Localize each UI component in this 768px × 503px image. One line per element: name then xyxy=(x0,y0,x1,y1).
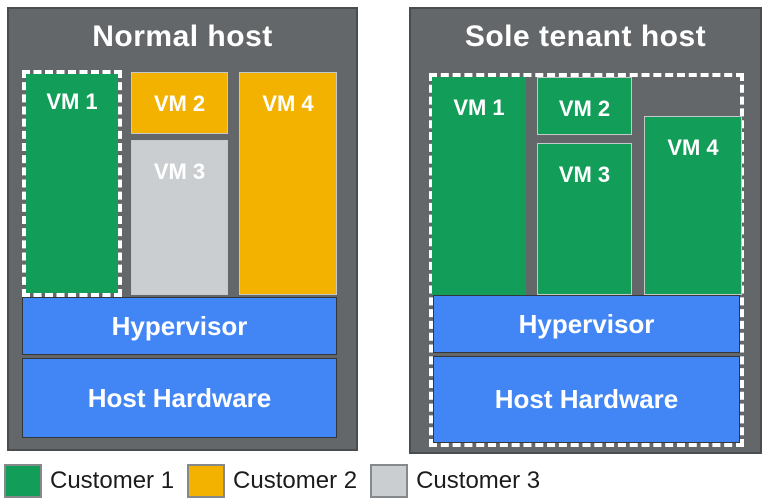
normal-vm1-box: VM 1 xyxy=(22,70,122,297)
sole-tenant-host-hardware-layer: Host Hardware xyxy=(433,356,740,443)
legend-item-customer2: Customer 2 xyxy=(187,464,370,498)
normal-hypervisor-layer: Hypervisor xyxy=(22,297,337,355)
vm-label: VM 4 xyxy=(667,135,719,160)
sole-tenant-vm3-box: VM 3 xyxy=(537,143,632,295)
layer-label: Host Hardware xyxy=(494,384,679,414)
legend-label: Customer 3 xyxy=(416,467,541,494)
normal-vm3-box: VM 3 xyxy=(131,140,228,295)
customer2-swatch xyxy=(187,464,226,498)
vm-label: VM 3 xyxy=(558,162,611,187)
legend-label: Customer 2 xyxy=(233,467,358,494)
layer-label: Hypervisor xyxy=(518,308,655,339)
layer-label: Host Hardware xyxy=(87,382,272,413)
normal-vm4-box: VM 4 xyxy=(239,72,337,295)
customer3-swatch xyxy=(370,464,409,498)
sole-tenant-vm2-box: VM 2 xyxy=(537,77,632,135)
vm-label: VM 1 xyxy=(46,89,98,114)
legend: Customer 1 Customer 2 Customer 3 xyxy=(4,461,553,501)
layer-label: Hypervisor xyxy=(111,310,248,341)
vm-label: VM 4 xyxy=(262,91,314,116)
sole-tenant-vm4-box: VM 4 xyxy=(644,116,742,295)
legend-item-customer3: Customer 3 xyxy=(370,464,553,498)
normal-host-panel: Normal host VM 1 VM 2 VM 3 VM 4 Hypervis… xyxy=(7,7,358,451)
vm-label: VM 2 xyxy=(558,96,611,121)
normal-host-hardware-layer: Host Hardware xyxy=(22,358,337,438)
vm-label: VM 1 xyxy=(453,95,505,120)
sole-tenant-host-panel: Sole tenant host VM 1 VM 2 VM 3 VM 4 Hyp… xyxy=(409,7,762,454)
sole-tenant-vm1-box: VM 1 xyxy=(432,77,526,295)
vm-label: VM 2 xyxy=(153,91,206,116)
legend-label: Customer 1 xyxy=(50,467,175,494)
vm-label: VM 3 xyxy=(153,159,206,184)
sole-tenant-dashed-boundary xyxy=(429,73,744,447)
legend-item-customer1: Customer 1 xyxy=(4,464,187,498)
customer1-swatch xyxy=(4,464,42,498)
sole-tenant-hypervisor-layer: Hypervisor xyxy=(433,295,740,353)
sole-tenant-host-title: Sole tenant host xyxy=(464,20,707,53)
normal-vm2-box: VM 2 xyxy=(131,72,228,134)
normal-host-title: Normal host xyxy=(92,20,273,53)
